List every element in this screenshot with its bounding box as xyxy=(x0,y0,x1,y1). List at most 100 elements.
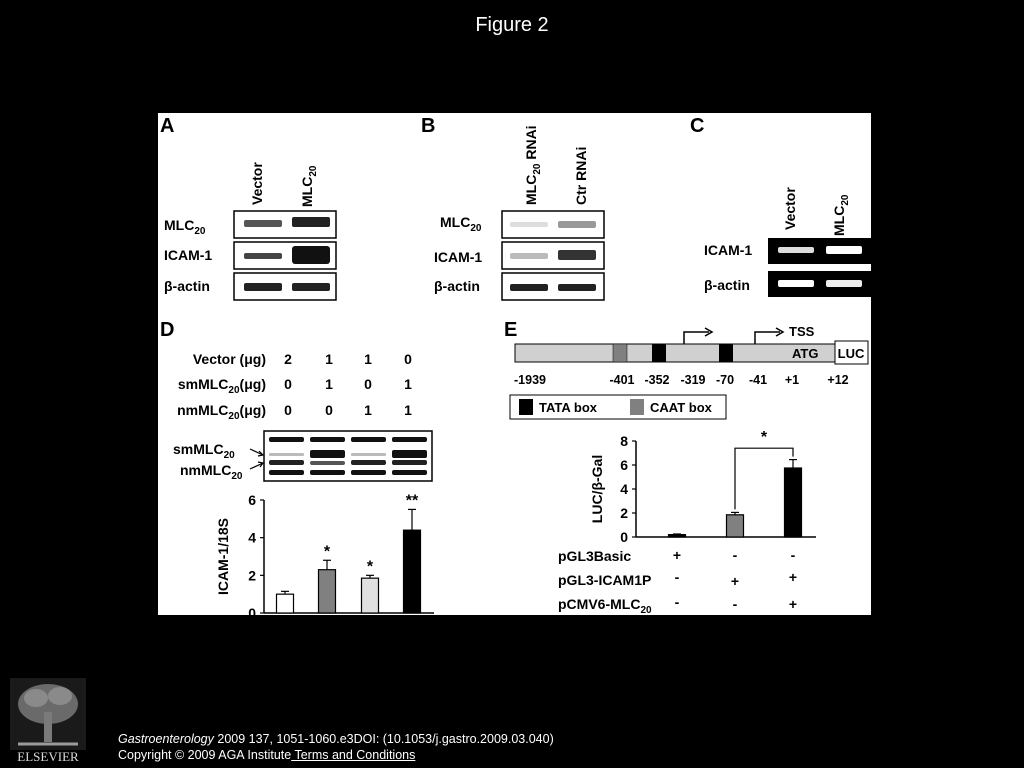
panel-b-blot xyxy=(501,210,605,301)
panel-a-lane-mlc20: MLC20 xyxy=(299,165,319,207)
tss-arrow xyxy=(754,331,780,344)
panel-d-cell: 1 xyxy=(364,351,372,367)
panel-b-label: B xyxy=(421,115,435,137)
position-label: -70 xyxy=(716,373,734,387)
condition-cell: - xyxy=(733,547,738,563)
panel-a-blot xyxy=(233,210,337,301)
significance-marker: ** xyxy=(406,492,419,509)
position-label: -41 xyxy=(749,373,767,387)
bar xyxy=(360,577,380,614)
tata-box-marker xyxy=(719,344,733,362)
y-tick-label: 6 xyxy=(620,457,628,473)
panel-d-cell: 0 xyxy=(284,402,292,418)
panel-b-row-icam1: ICAM-1 xyxy=(434,249,482,265)
panel-a-row-bactin: β-actin xyxy=(164,278,210,294)
panel-c-row-icam1: ICAM-1 xyxy=(704,242,752,258)
terms-link[interactable]: Terms and Conditions xyxy=(291,748,416,762)
panel-d-blot xyxy=(263,430,433,482)
y-axis-label: ICAM-1/18S xyxy=(215,518,231,595)
panel-c-row-bactin: β-actin xyxy=(704,277,750,293)
panel-b-row-bactin: β-actin xyxy=(434,278,480,294)
y-tick-label: 8 xyxy=(620,433,628,449)
panel-d-blot-label-nm: nmMLC20 xyxy=(180,462,243,482)
panel-e-conditions: pGL3Basic pGL3-ICAM1P pCMV6-MLC20 + - - … xyxy=(558,547,797,615)
position-label: -1939 xyxy=(514,373,546,387)
slide-title: Figure 2 xyxy=(475,14,549,36)
panel-c-lane-vector: Vector xyxy=(782,187,798,230)
elsevier-logo-text: ELSEVIER xyxy=(17,749,79,764)
panel-e-positions: -1939 -401 -352 -319 -70 -41 +1 +12 xyxy=(514,373,849,387)
y-axis-label: LUC/β-Gal xyxy=(589,455,605,523)
condition-cell: - xyxy=(675,569,680,585)
position-label: -401 xyxy=(609,373,634,387)
position-label: -319 xyxy=(680,373,705,387)
panel-e-label: E xyxy=(504,319,517,341)
y-tick-label: 0 xyxy=(248,605,256,615)
panel-d-cell: 1 xyxy=(404,402,412,418)
significance-marker: * xyxy=(367,558,374,575)
luc-label: LUC xyxy=(838,346,865,361)
tata-box-marker xyxy=(652,344,666,362)
condition-cell: + xyxy=(673,547,681,563)
copyright-line: Copyright © 2009 AGA Institute Terms and… xyxy=(118,747,554,763)
panel-d-row-label-nm: nmMLC20(μg) xyxy=(177,402,266,422)
position-label: +1 xyxy=(785,373,799,387)
panel-d-cell: 1 xyxy=(325,351,333,367)
condition-cell: + xyxy=(789,569,797,585)
panel-b-lane-mlc20-rnai: MLC20 RNAi xyxy=(523,125,543,205)
copyright: Copyright © 2009 AGA Institute xyxy=(118,748,292,762)
panel-d-row-label-sm: smMLC20(μg) xyxy=(178,376,266,396)
panel-c-label: C xyxy=(690,115,704,137)
panel-a-row-mlc20: MLC20 xyxy=(164,217,206,237)
journal-name: Gastroenterology xyxy=(118,732,214,746)
panel-c-gel xyxy=(768,238,871,297)
significance-bracket xyxy=(734,447,794,510)
panel-d-cell: 0 xyxy=(404,351,412,367)
caat-box-marker xyxy=(612,343,628,363)
y-tick-label: 4 xyxy=(248,530,256,546)
bar xyxy=(275,593,295,614)
panel-b-lane-ctr-rnai: Ctr RNAi xyxy=(573,147,589,205)
panel-d-arrows xyxy=(249,448,265,470)
condition-label: pGL3-ICAM1P xyxy=(558,572,651,588)
panel-e-legend: TATA box CAAT box xyxy=(509,394,727,420)
panel-a-label: A xyxy=(160,115,174,137)
bar xyxy=(667,534,687,538)
significance-marker: * xyxy=(324,543,331,560)
citation-line: Gastroenterology 2009 137, 1051-1060.e3D… xyxy=(118,731,554,747)
citation: 2009 137, 1051-1060.e3DOI: (10.1053/j.ga… xyxy=(213,732,554,746)
panel-e-promoter-map: TSS ATG LUC xyxy=(514,324,869,365)
panel-b-row-mlc20: MLC20 xyxy=(440,214,482,234)
panel-d-row-label-vector: Vector (μg) xyxy=(193,351,266,367)
legend-tata-label: TATA box xyxy=(539,400,598,415)
tss-label: TSS xyxy=(789,324,815,339)
y-tick-label: 0 xyxy=(620,529,628,545)
panel-d-cell: 0 xyxy=(325,402,333,418)
panel-d-label: D xyxy=(160,319,174,341)
panel-a-row-icam1: ICAM-1 xyxy=(164,247,212,263)
tss-arrow xyxy=(683,331,709,344)
footer: Gastroenterology 2009 137, 1051-1060.e3D… xyxy=(118,731,554,763)
panel-a-lane-vector: Vector xyxy=(249,162,265,205)
condition-label-pcmv6: pCMV6-MLC20 xyxy=(558,596,652,615)
panel-d-blot-label-sm: smMLC20 xyxy=(173,441,235,461)
figure-panel: A Vector MLC20 MLC20 ICAM-1 β-actin B ML… xyxy=(158,113,871,615)
y-tick-label: 6 xyxy=(248,492,256,508)
position-label: +12 xyxy=(827,373,848,387)
panel-d-cell: 2 xyxy=(284,351,292,367)
y-tick-label: 2 xyxy=(248,567,256,583)
panel-d-cell: 1 xyxy=(404,376,412,392)
panel-d-cell: 1 xyxy=(364,402,372,418)
condition-cell: - xyxy=(791,547,796,563)
bar xyxy=(725,514,745,538)
bar xyxy=(402,529,422,614)
panel-d-cell: 0 xyxy=(284,376,292,392)
y-tick-label: 4 xyxy=(620,481,628,497)
condition-cell: - xyxy=(675,594,680,610)
panel-d-table: Vector (μg) smMLC20(μg) nmMLC20(μg) 2 1 … xyxy=(177,351,412,422)
condition-cell: - xyxy=(733,596,738,612)
y-tick-label: 2 xyxy=(620,505,628,521)
elsevier-logo: ELSEVIER xyxy=(10,678,86,764)
